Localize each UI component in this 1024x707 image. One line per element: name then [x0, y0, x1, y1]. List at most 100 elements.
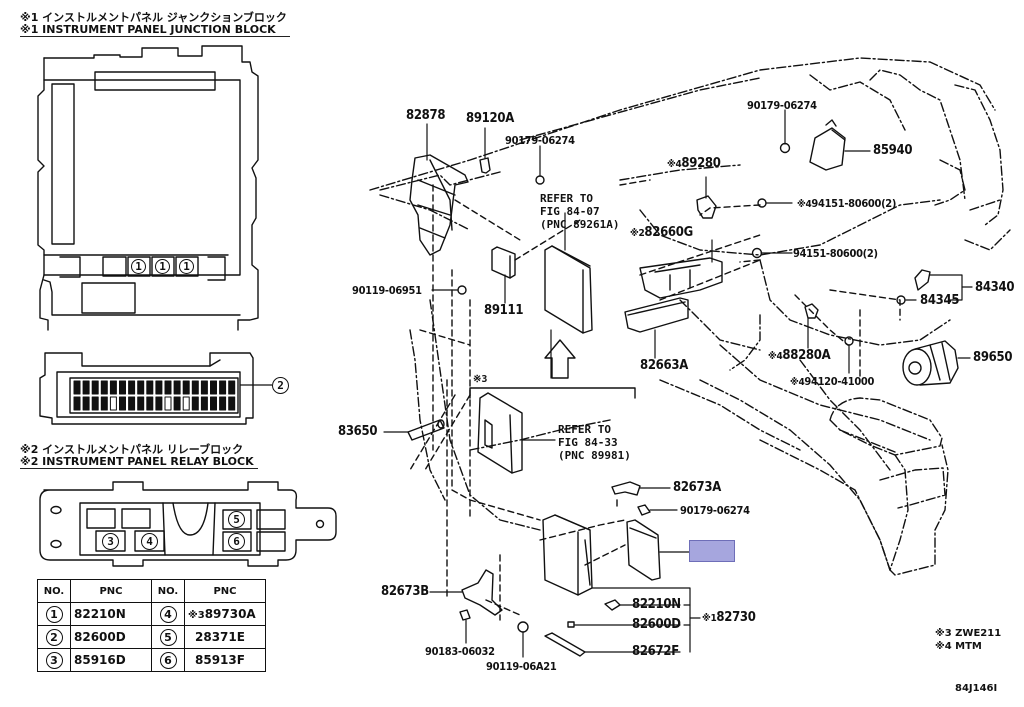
- refer-line1: REFER TO: [558, 423, 611, 436]
- connector-pin: [91, 396, 99, 411]
- fuse-mark-1a: 1: [131, 259, 146, 274]
- bracket-note3: [469, 387, 636, 399]
- fuse-mark-1b: 1: [155, 259, 170, 274]
- fuse-82210N-drawing: [604, 599, 621, 611]
- sensor-88280A-drawing: [804, 303, 819, 319]
- connector-pin: [182, 380, 190, 395]
- connector-pin: [200, 396, 208, 411]
- part-number: 82660G: [644, 225, 693, 240]
- part-label-82660G[interactable]: ※282660G: [630, 226, 693, 241]
- connector-pin: [137, 380, 145, 395]
- header-no-2: NO.: [151, 579, 185, 603]
- relay-mark-4: 4: [141, 533, 158, 550]
- connector-pin: [91, 380, 99, 395]
- part-label-89120A[interactable]: 89120A: [466, 111, 514, 126]
- connector-pin: [100, 396, 108, 411]
- connector-pin: [228, 380, 236, 395]
- part-label-90183-06032[interactable]: 90183-06032: [425, 645, 495, 658]
- console-armrest-drawing: [759, 397, 949, 576]
- figure-id: 84J146I: [955, 683, 998, 694]
- note-mark: ※4: [667, 159, 682, 170]
- row-pnc[interactable]: 28371E: [195, 630, 245, 644]
- part-label-82600D[interactable]: 82600D: [632, 617, 681, 632]
- part-label-90119-06A21[interactable]: 90119-06A21: [486, 660, 557, 673]
- clip-82673A-drawing: [611, 481, 641, 496]
- part-label-90179-06274-b[interactable]: 90179-06274: [747, 99, 817, 112]
- part-label-82730[interactable]: ※182730: [702, 611, 756, 626]
- row-no: 1: [45, 605, 63, 623]
- header-no-1: NO.: [37, 579, 71, 603]
- connector-pin: [82, 396, 90, 411]
- part-label-90119-06951[interactable]: 90119-06951: [352, 284, 422, 297]
- part-label-82878[interactable]: 82878: [406, 108, 446, 123]
- junction-block-title: ※1 インストルメントパネル ジャンクションブロック ※1 INSTRUMENT…: [20, 12, 290, 37]
- clip-90179-b-drawing: [779, 142, 791, 154]
- refer-to-fig-84-07[interactable]: REFER TO FIG 84-07 (PNC 89261A): [540, 192, 619, 231]
- part-label-82672F[interactable]: 82672F: [632, 644, 679, 659]
- part-label-89280[interactable]: ※489280: [667, 157, 721, 172]
- highlighted-part-box[interactable]: [689, 540, 735, 562]
- part-label-88280A[interactable]: ※488280A: [768, 349, 831, 364]
- part-label-94151-80600-a[interactable]: ※494151-80600(2): [797, 197, 896, 212]
- row-pnc[interactable]: 82210N: [70, 602, 152, 626]
- connector-pin: [155, 396, 163, 411]
- note-mark: ※4: [768, 351, 783, 362]
- connector-pin: [173, 396, 181, 411]
- part-label-84340[interactable]: 84340: [975, 280, 1015, 295]
- footnotes: ※3 ZWE211 ※4 MTM: [935, 627, 1001, 653]
- refer-line3: (PNC 89261A): [540, 218, 620, 231]
- part-label-85940[interactable]: 85940: [873, 143, 913, 158]
- part-label-94120-41000[interactable]: ※494120-41000: [790, 375, 874, 390]
- table-row: 1 82210N 4 ※389730A: [37, 602, 266, 626]
- part-label-89650[interactable]: 89650: [973, 350, 1013, 365]
- refer-to-fig-84-33[interactable]: REFER TO FIG 84-33 (PNC 89981): [558, 423, 631, 462]
- guide-lines: [409, 179, 901, 621]
- part-label-82673A[interactable]: 82673A: [673, 480, 721, 495]
- relay-mark-5: 5: [228, 511, 245, 528]
- note-mark: ※1: [702, 613, 717, 624]
- relay-block-title: ※2 インストルメントパネル リレーブロック ※2 INSTRUMENT PAN…: [20, 444, 258, 469]
- part-label-82663A[interactable]: 82663A: [640, 358, 688, 373]
- connector-pin: [191, 380, 199, 395]
- clip-94151-a-drawing: [757, 198, 767, 208]
- part-label-94151-80600-b[interactable]: 94151-80600(2): [793, 247, 878, 260]
- bracket-82878-drawing: [409, 154, 469, 256]
- bracket-82673B-drawing: [461, 569, 503, 616]
- note-mark-3: ※3: [473, 374, 488, 385]
- dashboard-outline: [369, 57, 1011, 571]
- ecu-89261A-drawing: [544, 245, 593, 334]
- note-mark: ※4: [797, 199, 812, 210]
- connector-pin: [128, 380, 136, 395]
- fuse-mark-1c: 1: [179, 259, 194, 274]
- row-pnc[interactable]: 85916D: [70, 648, 152, 672]
- refer-line1: REFER TO: [540, 192, 593, 205]
- part-label-82673B[interactable]: 82673B: [381, 584, 429, 599]
- row-pnc[interactable]: 89730A: [204, 607, 256, 621]
- row-no: 5: [159, 628, 177, 646]
- part-label-90179-06274-a[interactable]: 90179-06274: [505, 134, 575, 147]
- connector-pin: [219, 396, 227, 411]
- row-pnc[interactable]: 85913F: [195, 653, 245, 667]
- bolt-90119-06A21-drawing: [517, 621, 529, 633]
- connector-pin: [146, 396, 154, 411]
- part-label-84345[interactable]: 84345: [920, 293, 960, 308]
- part-label-82210N[interactable]: 82210N: [632, 597, 681, 612]
- junction-block-drawing: [37, 45, 259, 331]
- fuse-82600D-drawing: [567, 621, 575, 628]
- part-label-83650[interactable]: 83650: [338, 424, 378, 439]
- leader-lines: [383, 109, 973, 658]
- pnc-table-header: NO. PNC NO. PNC: [37, 579, 266, 603]
- connector-pin: [109, 380, 117, 395]
- module-82730-drawing: [542, 514, 593, 596]
- connector-pins: [73, 380, 236, 411]
- part-label-90179-06274-c[interactable]: 90179-06274: [680, 504, 750, 517]
- part-label-89111[interactable]: 89111: [484, 303, 524, 318]
- connector-pin: [219, 380, 227, 395]
- relay-block-title-jp: ※2 インストルメントパネル リレーブロック: [20, 443, 244, 456]
- cover-82672F-drawing: [544, 632, 586, 657]
- row-pnc[interactable]: 82600D: [70, 625, 152, 649]
- connector-pin: [146, 380, 154, 395]
- junction-block-title-en: ※1 INSTRUMENT PANEL JUNCTION BLOCK: [20, 24, 290, 37]
- table-row: 2 82600D 5 28371E: [37, 625, 266, 649]
- connector-block-drawing: [39, 352, 254, 425]
